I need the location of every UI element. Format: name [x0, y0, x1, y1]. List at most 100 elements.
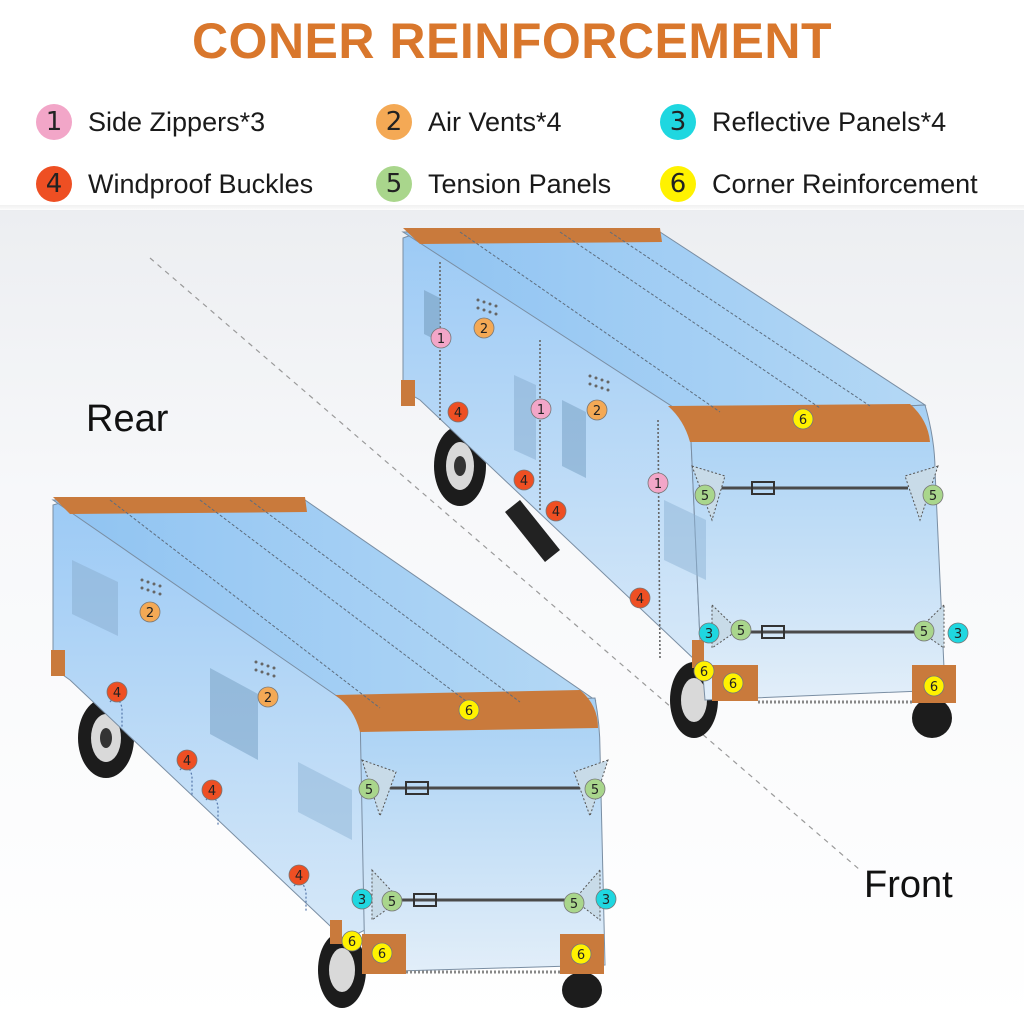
badge-tension-panel: 5 — [563, 892, 585, 914]
badge-tension-panel: 5 — [922, 484, 944, 506]
badge-tension-panel: 5 — [730, 619, 752, 641]
badge-tension-panel: 5 — [381, 890, 403, 912]
badge-side-zipper: 1 — [530, 398, 552, 420]
badge-corner-reinforcement: 6 — [792, 408, 814, 430]
svg-text:3: 3 — [705, 627, 713, 642]
badge-reflective-panel: 3 — [698, 622, 720, 644]
upper-rv-step — [505, 500, 560, 562]
badge-windproof-buckle: 4 — [447, 401, 469, 423]
badge-tension-panel: 5 — [584, 778, 606, 800]
header-divider — [0, 205, 1024, 211]
legend-badge-3: 3 — [660, 104, 696, 140]
svg-text:6: 6 — [577, 948, 585, 963]
legend-item-tension-panels: 5 Tension Panels — [376, 164, 611, 204]
svg-text:4: 4 — [113, 686, 121, 701]
badge-corner-reinforcement: 6 — [458, 699, 480, 721]
svg-text:1: 1 — [654, 477, 662, 492]
svg-text:5: 5 — [591, 783, 599, 798]
svg-text:4: 4 — [520, 474, 528, 489]
svg-text:4: 4 — [454, 406, 462, 421]
badge-air-vent: 2 — [139, 601, 161, 623]
upper-rv-front-wheel-right — [912, 698, 952, 738]
svg-text:1: 1 — [537, 403, 545, 418]
svg-text:5: 5 — [701, 489, 709, 504]
legend-badge-1: 1 — [36, 104, 72, 140]
upper-rv-side-corner — [692, 640, 704, 668]
diagonal-divider — [149, 257, 861, 871]
upper-rv-rear-corner — [401, 380, 415, 406]
badge-windproof-buckle: 4 — [201, 779, 223, 801]
badge-reflective-panel: 3 — [595, 888, 617, 910]
badge-corner-reinforcement: 6 — [341, 930, 363, 952]
rear-label: Rear — [86, 398, 169, 440]
svg-text:4: 4 — [208, 784, 216, 799]
badge-tension-panel: 5 — [694, 484, 716, 506]
svg-text:6: 6 — [378, 947, 386, 962]
legend-item-windproof-buckles: 4 Windproof Buckles — [36, 164, 313, 204]
upper-rv-front-face — [689, 404, 946, 701]
legend-item-corner-reinforcement: 6 Corner Reinforcement — [660, 164, 978, 204]
badge-windproof-buckle: 4 — [106, 681, 128, 703]
legend-badge-6: 6 — [660, 166, 696, 202]
legend-label: Tension Panels — [428, 168, 612, 199]
legend-badge-4: 4 — [36, 166, 72, 202]
upper-rv — [401, 228, 956, 738]
upper-rv-roof-reinforcement-rear — [403, 228, 662, 244]
badge-corner-reinforcement: 6 — [570, 943, 592, 965]
badge-tension-panel: 5 — [913, 620, 935, 642]
svg-text:5: 5 — [929, 489, 937, 504]
svg-text:3: 3 — [358, 893, 366, 908]
legend-item-air-vents: 2 Air Vents*4 — [376, 102, 562, 142]
svg-text:6: 6 — [465, 704, 473, 719]
badge-windproof-buckle: 4 — [513, 469, 535, 491]
lower-rv — [51, 497, 609, 1008]
badge-reflective-panel: 3 — [351, 888, 373, 910]
svg-text:1: 1 — [437, 332, 445, 347]
svg-text:4: 4 — [183, 754, 191, 769]
legend-label: Air Vents*4 — [428, 106, 562, 137]
badge-corner-reinforcement: 6 — [923, 675, 945, 697]
svg-text:3: 3 — [602, 893, 610, 908]
svg-text:6: 6 — [799, 413, 807, 428]
page-title: CONER REINFORCEMENT — [191, 13, 833, 69]
svg-text:6: 6 — [700, 665, 708, 680]
svg-text:6: 6 — [729, 677, 737, 692]
badge-windproof-buckle: 4 — [629, 587, 651, 609]
legend-item-side-zippers: 1 Side Zippers*3 — [36, 102, 265, 142]
callout-badges: 1 2 1 2 4 6 1 4 4 5 5 4 3 5 5 3 6 6 6 2 … — [106, 317, 969, 965]
svg-text:2: 2 — [480, 322, 488, 337]
svg-text:2: 2 — [264, 691, 272, 706]
badge-corner-reinforcement: 6 — [371, 942, 393, 964]
legend-label: Windproof Buckles — [88, 168, 314, 199]
svg-text:2: 2 — [593, 404, 601, 419]
legend-badge-5: 5 — [376, 166, 412, 202]
badge-air-vent: 2 — [473, 317, 495, 339]
svg-text:5: 5 — [737, 624, 745, 639]
legend-badge-2: 2 — [376, 104, 412, 140]
lower-rv-front-wheel-right — [562, 972, 602, 1008]
legend-label: Side Zippers*3 — [88, 106, 266, 137]
svg-text:6: 6 — [348, 935, 356, 950]
badge-windproof-buckle: 4 — [176, 749, 198, 771]
legend-item-reflective-panels: 3 Reflective Panels*4 — [660, 102, 946, 142]
badge-air-vent: 2 — [586, 399, 608, 421]
lower-rv-side-corner — [330, 920, 342, 944]
header: CONER REINFORCEMENT 1 Side Zippers*3 2 A… — [0, 0, 1024, 210]
lower-rv-roof-reinforcement-rear — [53, 497, 307, 514]
badge-corner-reinforcement: 6 — [693, 660, 715, 682]
svg-text:5: 5 — [920, 625, 928, 640]
lower-rv-front-face — [359, 697, 606, 973]
svg-text:5: 5 — [388, 895, 396, 910]
badge-corner-reinforcement: 6 — [722, 672, 744, 694]
svg-text:4: 4 — [636, 592, 644, 607]
badge-side-zipper: 1 — [430, 327, 452, 349]
svg-text:5: 5 — [570, 897, 578, 912]
lower-rv-rear-corner — [51, 650, 65, 676]
badge-tension-panel: 5 — [358, 778, 380, 800]
legend-label: Reflective Panels*4 — [712, 106, 947, 137]
svg-text:2: 2 — [146, 606, 154, 621]
svg-text:5: 5 — [365, 783, 373, 798]
badge-air-vent: 2 — [257, 686, 279, 708]
legend-label: Corner Reinforcement — [712, 168, 978, 199]
badge-side-zipper: 1 — [647, 472, 669, 494]
